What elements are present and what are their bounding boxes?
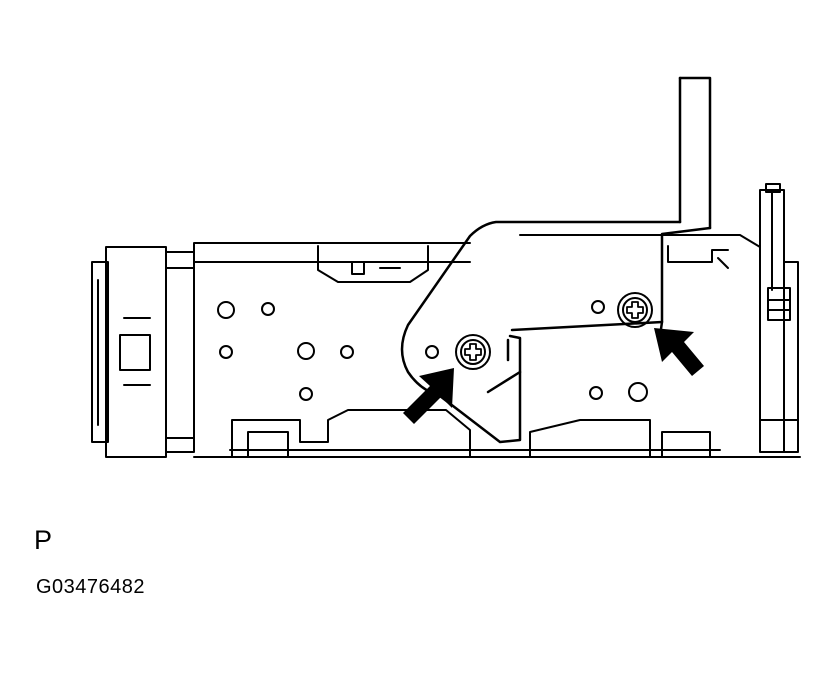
mounting-bracket [400, 76, 712, 444]
unit-chassis [91, 183, 801, 458]
pointer-arrow-icon [403, 368, 454, 424]
pointer-arrow-icon [654, 328, 704, 376]
view-letter-label: P [34, 525, 53, 555]
figure-code-label: G03476482 [36, 576, 146, 598]
phillips-screw-icon [617, 292, 653, 328]
phillips-screw-icon [455, 334, 491, 370]
